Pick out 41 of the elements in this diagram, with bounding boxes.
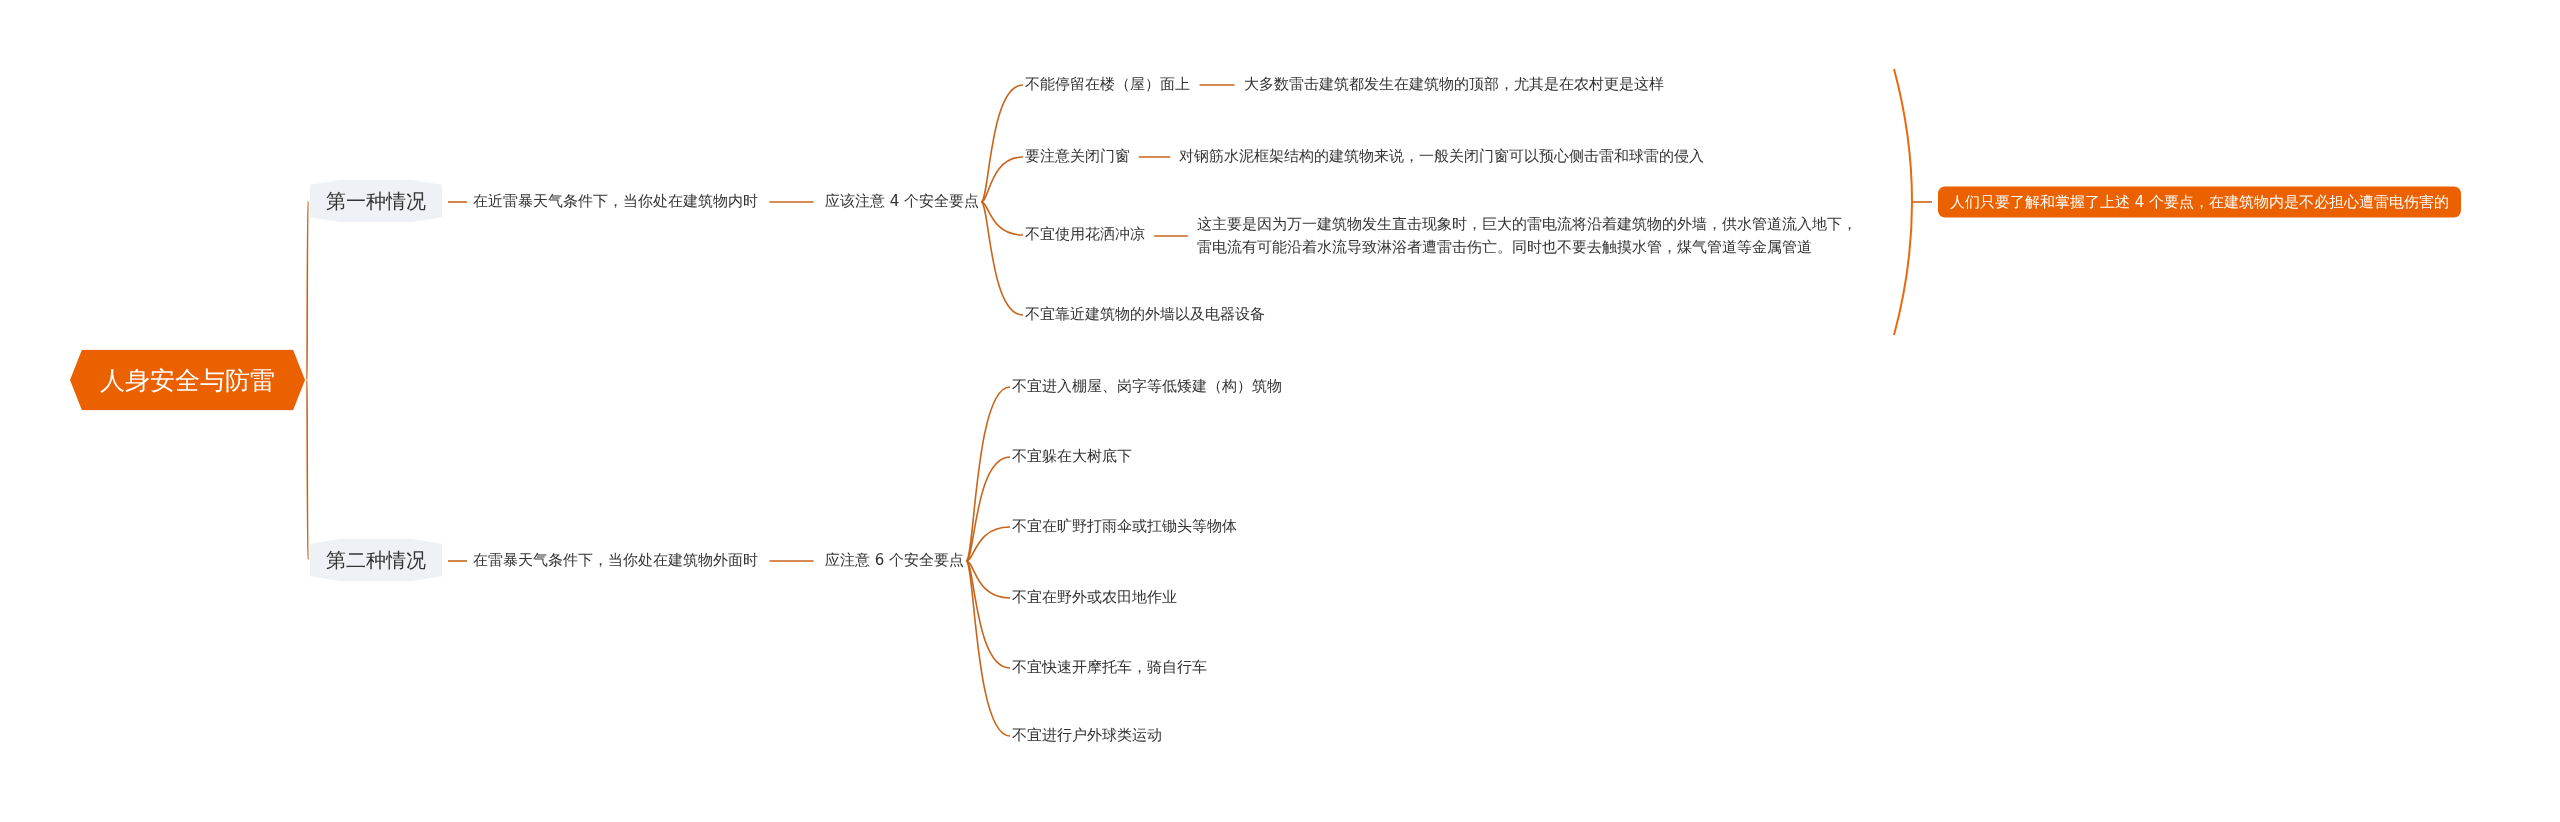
- topic-text: 不宜在旷野打雨伞或扛锄头等物体: [1012, 515, 1237, 539]
- topic-box: 第二种情况: [310, 538, 442, 582]
- topic-box: 第一种情况: [310, 179, 442, 223]
- topic-text: 不宜在野外或农田地作业: [1012, 586, 1177, 610]
- connector-line: [965, 560, 1011, 599]
- summary-box: 人们只要了解和掌握了上述 4 个要点，在建筑物内是不必担心遭雷电伤害的: [1938, 186, 2462, 218]
- topic-text: 不宜进入棚屋、岗字等低矮建（构）筑物: [1012, 375, 1282, 399]
- topic-text: 大多数雷击建筑都发生在建筑物的顶部，尤其是在农村更是这样: [1244, 73, 1664, 97]
- connector-line: [768, 201, 815, 203]
- topic-text: 在近雷暴天气条件下，当你处在建筑物内时: [473, 190, 758, 214]
- connector-line: [965, 456, 1011, 562]
- topic-text: 不宜躲在大树底下: [1012, 445, 1132, 469]
- connector-line: [306, 200, 309, 381]
- topic-text: 不宜使用花洒冲凉: [1025, 223, 1145, 247]
- topic-text: 不宜进行户外球类运动: [1012, 724, 1162, 748]
- connector-line: [980, 201, 1024, 236]
- topic-text: 不能停留在楼（屋）面上: [1025, 73, 1190, 97]
- topic-text: 不宜快速开摩托车，骑自行车: [1012, 656, 1207, 680]
- connector-line: [447, 560, 468, 562]
- connector-line: [768, 560, 815, 562]
- summary-bracket: [1890, 68, 1916, 336]
- topic-text: 不宜靠近建筑物的外墙以及电器设备: [1025, 303, 1265, 327]
- connector-line: [306, 379, 309, 561]
- topic-text: 要注意关闭门窗: [1025, 145, 1130, 169]
- connector-line: [1137, 156, 1172, 158]
- topic-text: 在雷暴天气条件下，当你处在建筑物外面时: [473, 549, 758, 573]
- topic-text: 对钢筋水泥框架结构的建筑物来说，一般关闭门窗可以预心侧击雷和球雷的侵入: [1179, 145, 1704, 169]
- connector-line: [1911, 201, 1933, 203]
- topic-text: 应该注意 4 个安全要点: [825, 190, 980, 214]
- connector-line: [965, 560, 1011, 669]
- connector-line: [965, 526, 1011, 562]
- connector-line: [1198, 84, 1236, 86]
- topic-text: 应注意 6 个安全要点: [825, 549, 965, 573]
- topic-text: 这主要是因为万一建筑物发生直击现象时，巨大的雷电流将沿着建筑物的外墙，供水管道流入地下，雷电流有可能沿着水流导致淋浴者遭雷击伤亡。同时也不要去触摸水管，煤气管道等金属管道: [1197, 212, 1869, 260]
- connector-line: [1153, 235, 1189, 237]
- connector-line: [447, 201, 468, 203]
- connector-line: [980, 156, 1024, 203]
- central-topic: 人身安全与防雷: [70, 349, 305, 411]
- connector-line: [980, 84, 1024, 203]
- connector-line: [965, 560, 1011, 737]
- connector-line: [980, 201, 1024, 316]
